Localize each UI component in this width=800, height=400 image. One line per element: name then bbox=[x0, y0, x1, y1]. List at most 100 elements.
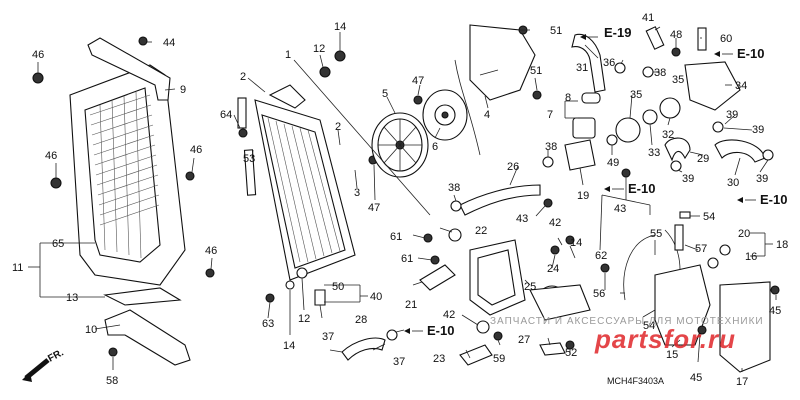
diagram-code: MCH4F3403A bbox=[607, 376, 664, 386]
label-43: 43 bbox=[516, 213, 528, 225]
label-1: 1 bbox=[285, 49, 291, 61]
piece-13 bbox=[103, 287, 182, 306]
seal-38 bbox=[542, 156, 554, 168]
label-34: 34 bbox=[735, 80, 747, 92]
clamp-39a bbox=[712, 121, 724, 133]
bolt-43b bbox=[543, 198, 553, 208]
label-30: 30 bbox=[727, 177, 739, 189]
bolt-62 bbox=[600, 263, 610, 273]
label-2: 2 bbox=[240, 71, 246, 83]
label-23: 23 bbox=[433, 353, 445, 365]
part-labels: 46 44 9 46 46 65 46 11 13 10 58 1 12 14 … bbox=[12, 12, 788, 388]
label-61: 61 bbox=[390, 231, 402, 243]
label-11: 11 bbox=[12, 262, 23, 274]
label-48: 48 bbox=[670, 29, 682, 41]
label-29: 29 bbox=[697, 153, 709, 165]
label-26: 26 bbox=[507, 161, 519, 173]
washer-14 bbox=[285, 280, 295, 290]
bolt-64 bbox=[238, 128, 248, 138]
label-60: 60 bbox=[720, 33, 732, 45]
cooling-fan bbox=[371, 112, 429, 178]
clamp-39b bbox=[762, 149, 774, 161]
front-direction-arrow: FR. bbox=[22, 347, 66, 382]
label-46: 46 bbox=[190, 144, 202, 156]
label-18: 18 bbox=[776, 239, 788, 251]
label-38: 38 bbox=[654, 67, 666, 79]
label-10: 10 bbox=[85, 324, 97, 336]
label-3: 3 bbox=[354, 187, 360, 199]
hose-26 bbox=[459, 184, 541, 216]
bolt-44 bbox=[138, 36, 148, 46]
label-62: 62 bbox=[595, 250, 607, 262]
o-ring-42 bbox=[476, 320, 490, 334]
label-12: 12 bbox=[313, 43, 325, 55]
ref-e10: E-10 bbox=[427, 323, 454, 338]
label-37: 37 bbox=[322, 331, 334, 343]
cap-7 bbox=[572, 117, 596, 139]
label-24: 24 bbox=[547, 263, 559, 275]
bolt-59 bbox=[493, 331, 503, 341]
label-9: 9 bbox=[180, 84, 186, 96]
bracket-23 bbox=[459, 344, 493, 366]
o-ring-49 bbox=[606, 134, 618, 146]
label-46: 46 bbox=[45, 150, 57, 162]
bolt-47b bbox=[413, 95, 423, 105]
label-39: 39 bbox=[726, 109, 738, 121]
hose-53 bbox=[243, 149, 257, 196]
hose-21 bbox=[419, 264, 456, 291]
label-42: 42 bbox=[443, 309, 455, 321]
bracket-10 bbox=[104, 309, 191, 366]
seal-27 bbox=[539, 342, 566, 356]
label-4: 4 bbox=[484, 109, 490, 121]
label-21: 21 bbox=[405, 299, 417, 311]
grommet-50 bbox=[296, 267, 308, 279]
label-38: 38 bbox=[448, 182, 460, 194]
label-58: 58 bbox=[106, 375, 118, 387]
tube-57 bbox=[674, 224, 684, 251]
label-22: 22 bbox=[475, 225, 487, 237]
thermostat-housing bbox=[684, 61, 741, 111]
label-59: 59 bbox=[493, 353, 505, 365]
label-6: 6 bbox=[432, 141, 438, 153]
label-27: 27 bbox=[518, 334, 530, 346]
ref-e10: E-10 bbox=[737, 46, 764, 61]
label-52: 52 bbox=[565, 347, 577, 359]
bolt-14 bbox=[334, 50, 346, 62]
fan-shroud bbox=[469, 24, 536, 101]
label-39: 39 bbox=[756, 173, 768, 185]
label-55: 55 bbox=[650, 228, 662, 240]
label-2: 2 bbox=[335, 121, 341, 133]
label-37: 37 bbox=[393, 356, 405, 368]
label-39: 39 bbox=[682, 173, 694, 185]
ref-e10: E-10 bbox=[628, 181, 655, 196]
label-54: 54 bbox=[643, 320, 655, 332]
label-43: 43 bbox=[614, 203, 626, 215]
label-53: 53 bbox=[243, 153, 255, 165]
label-14: 14 bbox=[570, 237, 582, 249]
bracket-9 bbox=[87, 37, 171, 101]
bolt-51b bbox=[532, 90, 542, 100]
bolt-58 bbox=[108, 347, 118, 357]
reserve-tank bbox=[654, 264, 711, 346]
tank-cover-17 bbox=[719, 281, 771, 373]
radiator bbox=[254, 84, 356, 281]
sensor-28 bbox=[314, 289, 326, 306]
bolt-14c bbox=[565, 235, 575, 245]
label-61: 61 bbox=[401, 253, 413, 265]
label-51: 51 bbox=[530, 65, 542, 77]
cap-54 bbox=[679, 211, 691, 219]
clip-20 bbox=[719, 244, 731, 256]
label-35: 35 bbox=[672, 74, 684, 86]
label-17: 17 bbox=[736, 376, 748, 388]
label-35: 35 bbox=[630, 89, 642, 101]
watermark-text: ЗАПЧАСТИ И АКСЕССУАРЫ ДЛЯ МОТОТЕХНИКИ bbox=[490, 316, 764, 327]
label-51: 51 bbox=[550, 25, 562, 37]
cap-8 bbox=[581, 92, 601, 104]
pump-body bbox=[529, 284, 591, 321]
fan-motor bbox=[422, 89, 468, 141]
watermark-site: partsfor.ru bbox=[594, 324, 736, 354]
label-41: 41 bbox=[642, 12, 654, 24]
cover-35 bbox=[615, 117, 641, 143]
label-33: 33 bbox=[648, 147, 660, 159]
